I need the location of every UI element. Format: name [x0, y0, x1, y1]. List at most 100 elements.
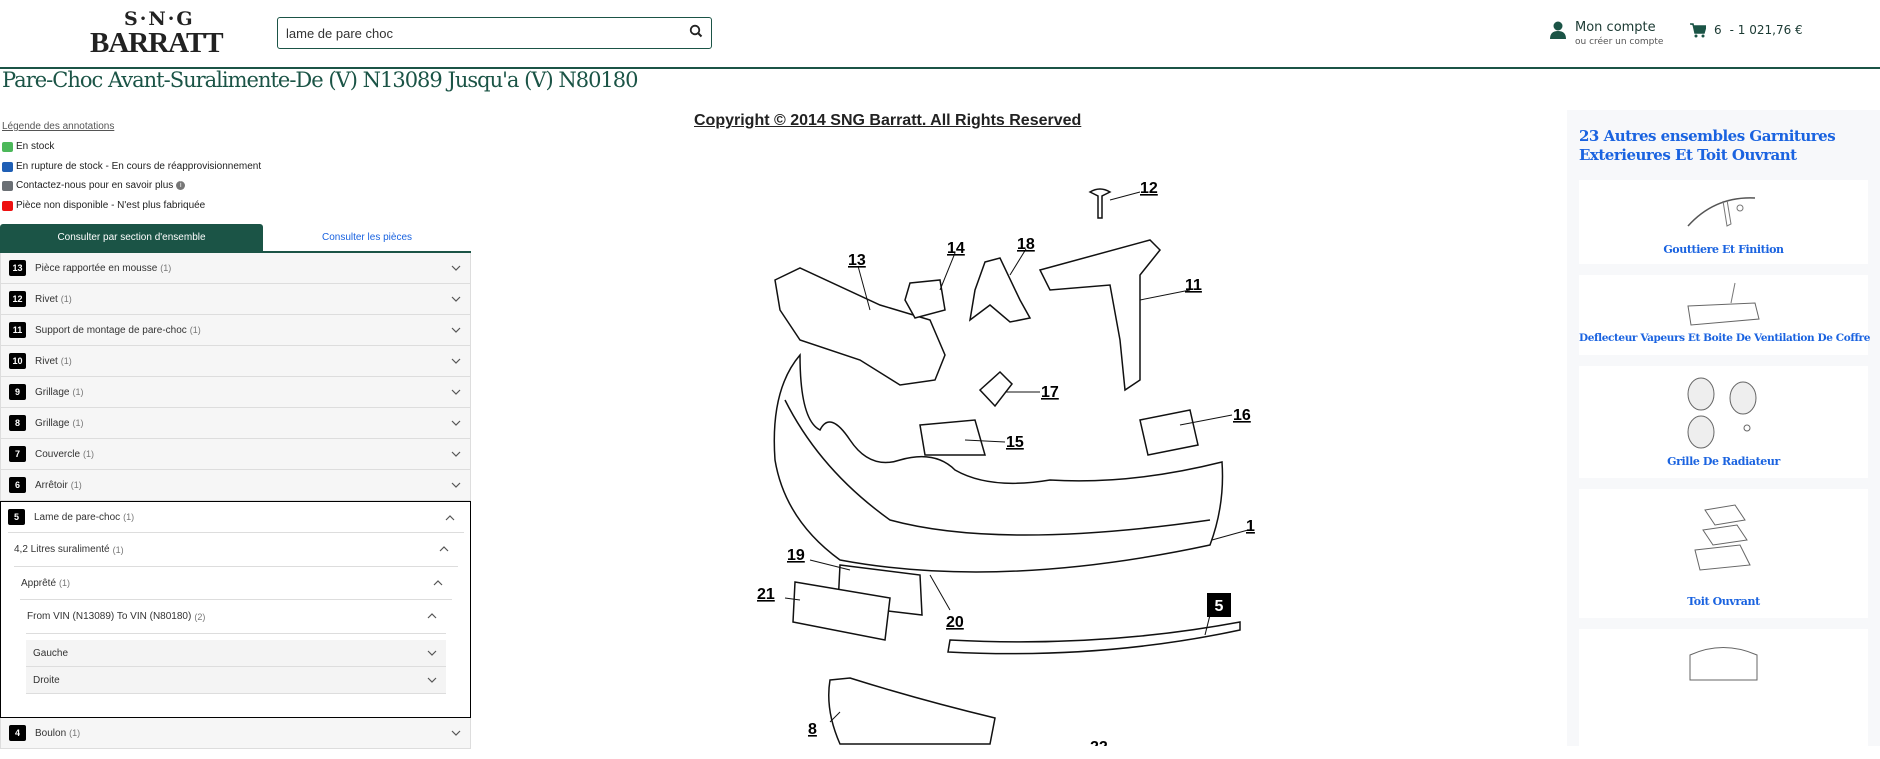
bumper-upper-edge	[784, 399, 1211, 536]
subsection-engine[interactable]: 4,2 Litres suralimenté(1)	[14, 533, 458, 567]
chevron-down-icon	[451, 265, 461, 271]
callout-label[interactable]: 5	[1215, 598, 1224, 615]
callout-label[interactable]: 15	[1006, 434, 1024, 451]
gutter-thumbnail	[1687, 197, 1756, 227]
view-tabs: Consulter par section d'ensemble Consult…	[0, 224, 471, 253]
callout-label[interactable]: 1	[1246, 518, 1255, 535]
chevron-down-icon	[451, 389, 461, 395]
callout-5-highlight[interactable]	[1207, 593, 1231, 617]
related-card-deflecteur[interactable]: Deflecteur Vapeurs Et Boite De Ventilati…	[1579, 275, 1870, 355]
info-icon[interactable]: i	[176, 181, 186, 190]
callout-label[interactable]: 14	[947, 240, 965, 257]
callout-label[interactable]: 20	[946, 614, 964, 631]
legend-item-in-stock: En stock	[2, 141, 54, 152]
chevron-up-icon	[433, 580, 443, 586]
legend-item-out-of-stock: En rupture de stock - En cours de réappr…	[2, 161, 261, 172]
section-row-4[interactable]: 4 Boulon(1)	[0, 718, 471, 749]
section-number: 7	[9, 446, 26, 462]
option-droite[interactable]: Droite	[26, 667, 446, 694]
callout-label[interactable]: 21	[757, 586, 775, 603]
page-title: Pare-Choc Avant-Suralimente-De (V) N1308…	[2, 68, 639, 92]
tab-by-section[interactable]: Consulter par section d'ensemble	[0, 224, 263, 251]
chevron-down-icon	[451, 730, 461, 736]
section-label: Couvercle	[35, 448, 81, 460]
search-box	[277, 17, 712, 49]
section-label: Rivet	[35, 293, 58, 305]
related-card-5[interactable]	[1579, 629, 1868, 759]
chevron-down-icon	[451, 451, 461, 457]
callout-label[interactable]: 17	[1041, 384, 1059, 401]
chevron-up-icon	[439, 546, 449, 552]
deflector-thumbnail	[1687, 282, 1760, 326]
section-label: Arrêtoir	[35, 479, 68, 491]
related-card-grille[interactable]: Grille De Radiateur	[1579, 366, 1868, 478]
option-gauche[interactable]: Gauche	[26, 640, 446, 667]
callout-label[interactable]: 8	[808, 721, 817, 738]
section-number: 6	[9, 477, 26, 493]
section-count: (1)	[189, 325, 201, 335]
bracket-part-18	[968, 257, 1032, 323]
section-label: Pièce rapportée en mousse	[35, 262, 158, 274]
legend-item-unavailable: Pièce non disponible - N'est plus fabriq…	[2, 200, 205, 211]
rivet-part-12	[1088, 188, 1112, 219]
section-row-5[interactable]: 5 Lame de pare-choc(1)	[8, 502, 464, 533]
search-input[interactable]	[278, 18, 668, 48]
section-label: Grillage	[35, 417, 70, 429]
subsection-vin-range[interactable]: From VIN (N13089) To VIN (N80180)(2)	[26, 600, 446, 634]
cart-count: 6	[1714, 23, 1722, 37]
parts-diagram: 12 14 18 13 11 17 15 16 1 19 21 20 5 8 22	[757, 180, 1255, 746]
sunroof-thumbnail	[1694, 504, 1751, 571]
callout-label[interactable]: 18	[1017, 236, 1035, 253]
gray-swatch	[2, 180, 13, 191]
section-count: (1)	[60, 294, 72, 304]
related-title: 23 Autres ensembles Garnitures Exterieur…	[1579, 127, 1836, 164]
section-count: (1)	[83, 449, 95, 459]
callout-label[interactable]: 22	[1090, 739, 1108, 746]
callout-label[interactable]: 13	[848, 252, 866, 269]
section-number: 5	[8, 509, 25, 525]
blade-part-5	[947, 621, 1241, 655]
section-label: Grillage	[35, 386, 70, 398]
callout-label[interactable]: 19	[787, 547, 805, 564]
section-label: Rivet	[35, 355, 58, 367]
cover-part-16	[1139, 409, 1199, 456]
tab-by-parts[interactable]: Consulter les pièces	[321, 232, 413, 243]
cart-link[interactable]: 6 - 1 021,76 €	[1690, 23, 1803, 41]
user-icon	[1550, 20, 1566, 47]
related-card-gouttiere[interactable]: Gouttiere Et Finition	[1579, 180, 1868, 264]
section-row-7[interactable]: 7 Couvercle(1)	[0, 439, 471, 470]
section-label: Support de montage de pare-choc	[35, 324, 187, 336]
section-number: 13	[9, 260, 26, 276]
section-number: 4	[9, 725, 26, 741]
callout-label[interactable]: 11	[1185, 277, 1202, 294]
section-5-expanded: 5 Lame de pare-choc(1) 4,2 Litres surali…	[0, 501, 471, 718]
chevron-up-icon	[445, 515, 455, 521]
callout-label[interactable]: 16	[1233, 407, 1251, 424]
section-row-13[interactable]: 13 Pièce rapportée en mousse(1)	[0, 253, 471, 284]
callout-label[interactable]: 12	[1140, 180, 1158, 197]
legend-heading[interactable]: Légende des annotations	[2, 121, 115, 132]
block-part-14	[904, 279, 946, 319]
search-icon[interactable]	[689, 24, 703, 43]
chevron-down-icon	[427, 677, 437, 683]
copyright-notice: Copyright © 2014 SNG Barratt. All Rights…	[694, 112, 1082, 129]
section-count: (1)	[160, 263, 172, 273]
red-swatch	[2, 200, 13, 211]
chevron-down-icon	[427, 650, 437, 656]
sensor-part-17	[978, 370, 1013, 408]
related-card-toit[interactable]: Toit Ouvrant	[1579, 489, 1868, 618]
subsection-finish[interactable]: Apprêté(1)	[20, 567, 452, 600]
cart-total: - 1 021,76 €	[1729, 23, 1803, 37]
section-count: (1)	[60, 356, 72, 366]
grille-part-8	[828, 677, 996, 745]
foam-insert-part	[774, 267, 946, 386]
